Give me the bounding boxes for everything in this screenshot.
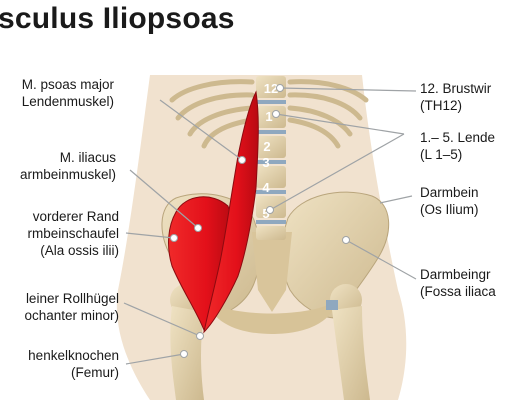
marker-femur [180,350,188,358]
label-fossa-iliaca: Darmbeingr (Fossa iliaca [420,266,496,300]
vertebra-label-l5: 5 [262,206,269,221]
label-ala-line3: (Ala ossis ilii) [40,243,119,258]
label-iliacus-line1: M. iliacus [59,150,116,165]
pelvis-right [281,191,390,319]
leader-lines [123,87,417,365]
marker-ala [170,234,178,242]
sacrum [252,232,292,312]
marker-th12 [276,84,284,92]
markers [170,84,350,358]
label-lumbar: 1.– 5. Lende (L 1–5) [420,129,495,163]
label-th12-line1: 12. Brustwir [420,81,492,96]
label-th12-line2: (TH12) [420,98,463,113]
label-ala-line2: rmbeinschaufel [27,226,119,241]
vertebra-label-l2: 2 [263,139,270,154]
label-iliacus: M. iliacus armbeinmuskel) [20,149,116,183]
spine [256,76,286,240]
marker-l1 [272,110,280,118]
label-ala-line1: vorderer Rand [32,209,119,224]
label-ilium-line1: Darmbein [420,185,479,200]
ribs-right [287,79,369,149]
label-fossa-line2: (Fossa iliaca [420,284,496,299]
label-trochanter-line1: leiner Rollhügel [25,291,119,306]
pubis [206,300,338,334]
label-lumbar-line2: (L 1–5) [420,147,463,162]
label-ala-ossis-ilii: vorderer Rand rmbeinschaufel (Ala ossis … [27,208,119,259]
marker-l5 [266,206,274,214]
vertebra-label-l4: 4 [262,180,270,195]
marker-psoas [238,156,246,164]
label-ilium: Darmbein (Os Ilium) [420,184,479,218]
label-femur-line1: henkelknochen [28,348,119,363]
label-iliacus-line2: armbeinmuskel) [19,167,116,182]
label-psoas-major: M. psoas major Lendenmuskel) [22,76,114,110]
page-title: sculus Iliopsoas [0,2,235,35]
label-trochanter-line2: ochanter minor) [24,308,119,323]
label-femur-line2: (Femur) [71,365,119,380]
vertebra-label-l3: 3 [262,155,269,170]
vertebra-label-th12: 12 [264,81,278,96]
vertebra-label-l1: 1 [265,109,272,124]
label-psoas-major-line2: Lendenmuskel) [21,94,114,109]
label-lumbar-line1: 1.– 5. Lende [420,130,496,145]
marker-trochanter [196,332,204,340]
psoas-major-muscle [203,90,259,334]
label-th12: 12. Brustwir (TH12) [420,80,491,114]
marker-iliacus [194,224,202,232]
label-ilium-line2: (Os Ilium) [420,202,479,217]
label-trochanter-minor: leiner Rollhügel ochanter minor) [24,290,119,324]
label-femur: henkelknochen (Femur) [28,347,119,381]
label-psoas-major-line1: M. psoas major [21,77,114,92]
label-fossa-line1: Darmbeingr [420,267,491,282]
marker-fossa [342,236,350,244]
